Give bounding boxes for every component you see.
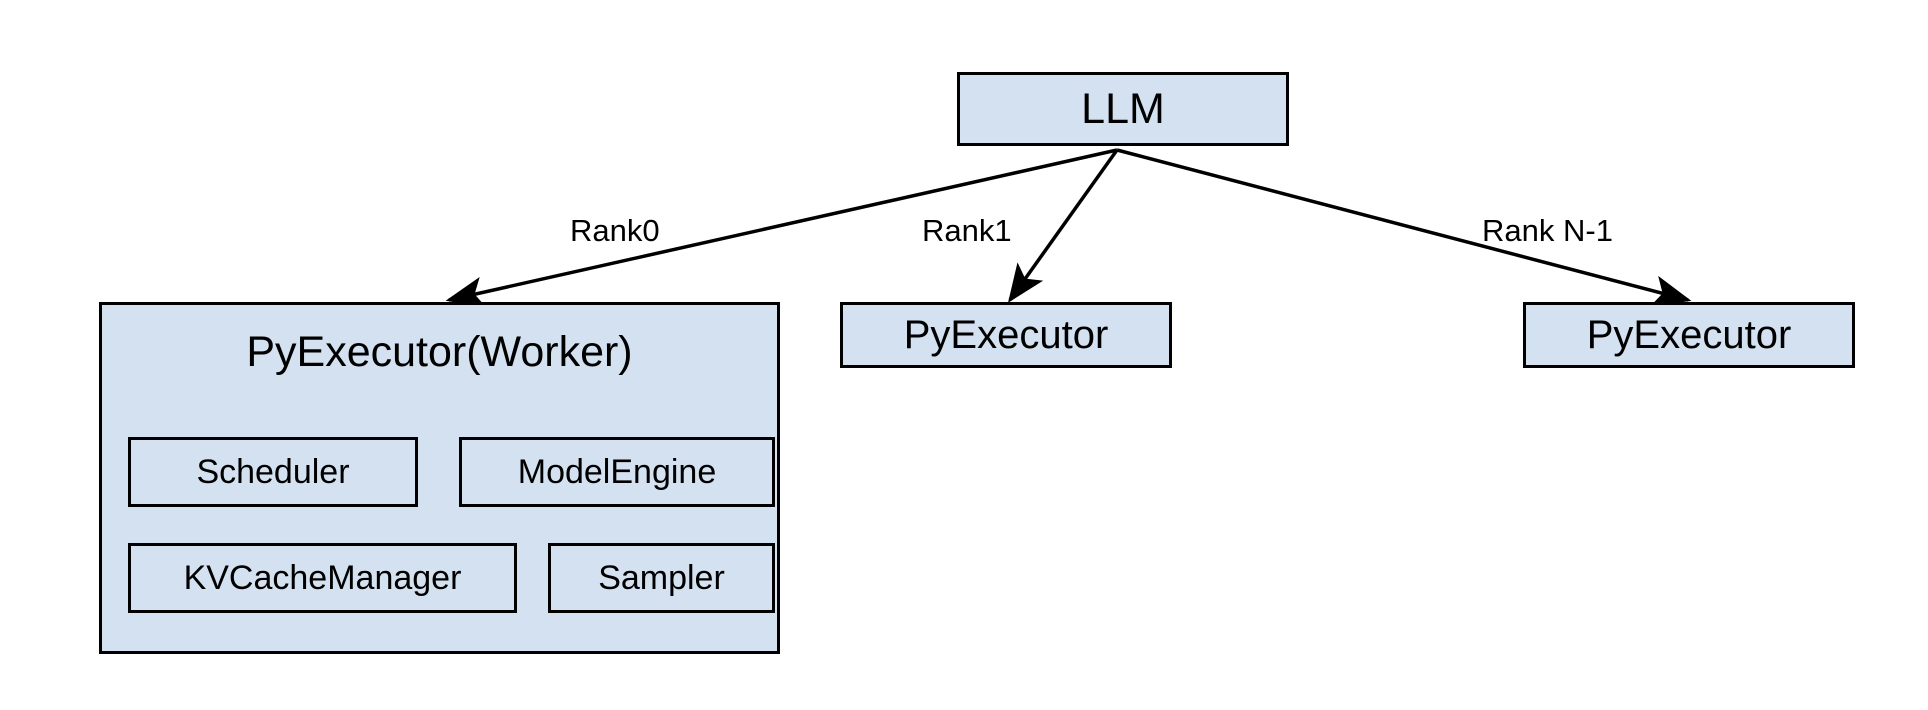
node-model-engine[interactable]: ModelEngine bbox=[459, 437, 775, 507]
edge-label-rank-n-1: Rank N-1 bbox=[1482, 213, 1613, 248]
edge-label-rank1: Rank1 bbox=[922, 213, 1012, 248]
node-llm[interactable]: LLM bbox=[957, 72, 1289, 146]
node-scheduler[interactable]: Scheduler bbox=[128, 437, 418, 507]
edge-llm-to-worker bbox=[445, 148, 1118, 308]
node-pyexecutor-rank1[interactable]: PyExecutor bbox=[840, 302, 1172, 368]
edge-llm-to-executor-rank1 bbox=[1007, 148, 1119, 303]
node-kv-cache-manager-label: KVCacheManager bbox=[183, 559, 462, 597]
node-sampler-label: Sampler bbox=[598, 559, 725, 597]
node-sampler[interactable]: Sampler bbox=[548, 543, 775, 613]
edge-label-rank0: Rank0 bbox=[570, 213, 660, 248]
node-kv-cache-manager[interactable]: KVCacheManager bbox=[128, 543, 517, 613]
node-llm-label: LLM bbox=[1081, 84, 1165, 133]
node-pyexecutor-rank1-label: PyExecutor bbox=[903, 313, 1109, 357]
node-pyexecutor-worker[interactable]: PyExecutor(Worker) Scheduler ModelEngine… bbox=[99, 302, 780, 654]
node-scheduler-label: Scheduler bbox=[196, 453, 350, 491]
node-pyexecutor-rankn-label: PyExecutor bbox=[1586, 313, 1792, 357]
node-pyexecutor-worker-label: PyExecutor(Worker) bbox=[246, 328, 633, 376]
node-pyexecutor-rankn[interactable]: PyExecutor bbox=[1523, 302, 1855, 368]
node-model-engine-label: ModelEngine bbox=[517, 453, 717, 491]
